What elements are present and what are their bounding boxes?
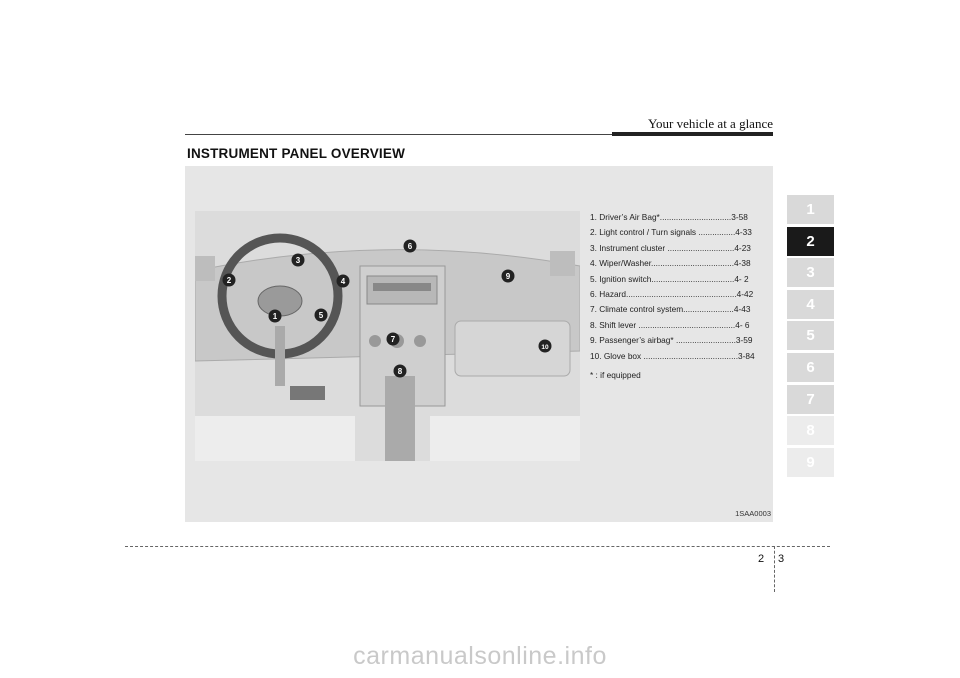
legend-item: 7. Climate control system...............… <box>590 304 751 315</box>
illustration-panel: 1 2 3 4 5 6 7 8 9 10 1. Driver’s Air Bag… <box>185 166 773 522</box>
callout-4: 4 <box>341 277 346 286</box>
chapter-tab-9[interactable]: 9 <box>787 447 834 477</box>
page-divider <box>774 546 775 592</box>
header-rule-accent <box>612 132 773 136</box>
header-rule <box>185 134 773 135</box>
callout-10: 10 <box>541 344 549 351</box>
chapter-tab-6[interactable]: 6 <box>787 352 834 382</box>
chapter-tab-3[interactable]: 3 <box>787 258 834 288</box>
callout-7: 7 <box>391 335 396 344</box>
callout-8: 8 <box>398 367 403 376</box>
legend-item: 3. Instrument cluster ..................… <box>590 242 751 253</box>
component-legend: 1. Driver’s Air Bag*....................… <box>590 210 770 380</box>
callout-1: 1 <box>273 312 278 321</box>
chapter-tab-8[interactable]: 8 <box>787 416 834 446</box>
chapter-tab-1[interactable]: 1 <box>787 195 834 224</box>
image-code: 1SAA0003 <box>735 509 771 518</box>
callout-5: 5 <box>319 311 324 320</box>
page-section: 2 <box>758 553 765 565</box>
legend-item: 4. Wiper/Washer.........................… <box>590 258 751 269</box>
section-title: INSTRUMENT PANEL OVERVIEW <box>187 146 406 161</box>
callout-9: 9 <box>506 272 511 281</box>
chapter-tab-5[interactable]: 5 <box>787 321 834 351</box>
legend-item: 8. Shift lever .........................… <box>590 319 750 330</box>
chapter-tab-2[interactable]: 2 <box>787 226 834 256</box>
chapter-tab-7[interactable]: 7 <box>787 384 834 414</box>
legend-item: 6. Hazard...............................… <box>590 289 754 300</box>
chapter-tabs: 1 2 3 4 5 6 7 8 9 <box>787 195 834 479</box>
watermark: carmanualsonline.info <box>353 642 607 670</box>
legend-item: 5. Ignition switch......................… <box>590 273 749 284</box>
instrument-panel-illustration: 1 2 3 4 5 6 7 8 9 10 <box>195 211 580 461</box>
callout-2: 2 <box>227 276 232 285</box>
legend-item: 9. Passenger’s airbag* .................… <box>590 335 753 346</box>
footer-rule <box>125 546 830 547</box>
footnote: * : if equipped <box>590 370 641 381</box>
chapter-tab-4[interactable]: 4 <box>787 289 834 319</box>
callout-6: 6 <box>408 242 413 251</box>
page-number: 3 <box>778 553 785 565</box>
legend-item: 10. Glove box ..........................… <box>590 350 755 361</box>
callout-3: 3 <box>296 256 301 265</box>
legend-item: 1. Driver’s Air Bag*....................… <box>590 212 748 222</box>
legend-item: 2. Light control / Turn signals ........… <box>590 227 752 238</box>
header-title: Your vehicle at a glance <box>647 116 773 131</box>
